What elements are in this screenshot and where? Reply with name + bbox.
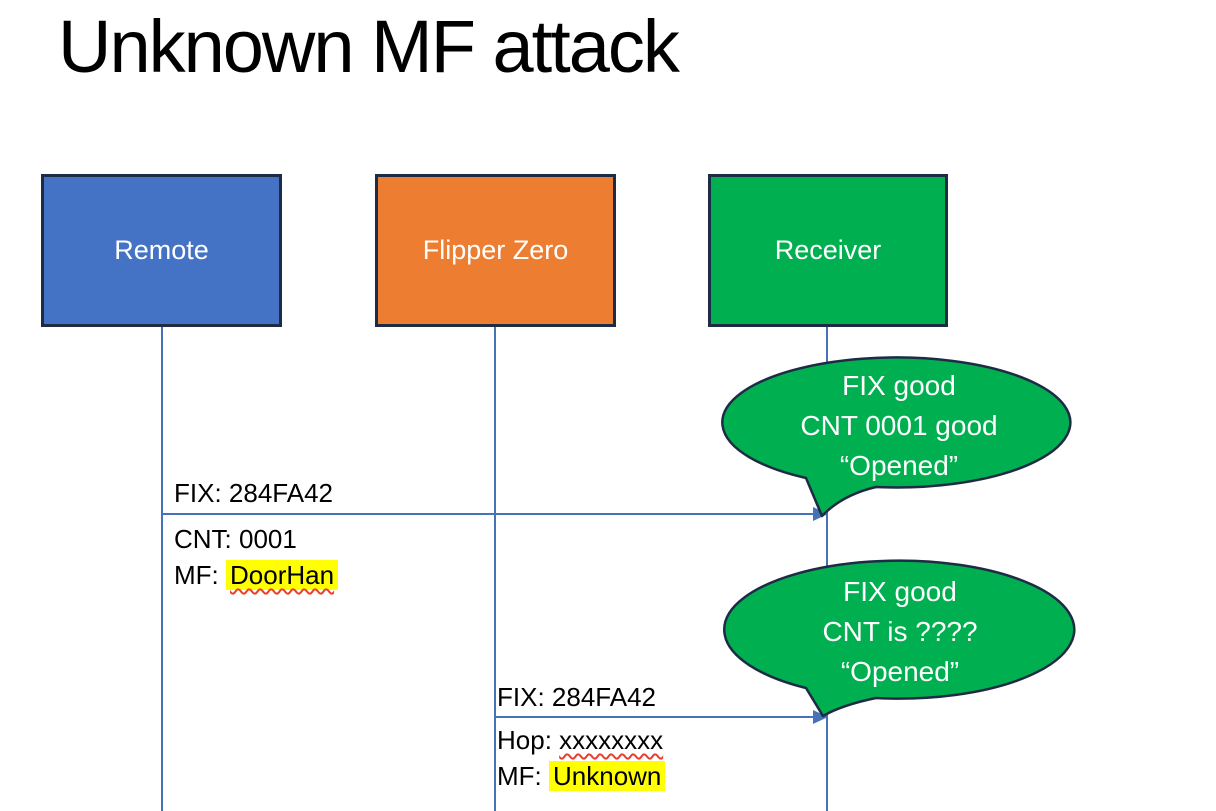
actor-label-remote: Remote xyxy=(114,235,209,265)
actor-label-flipper-zero: Flipper Zero xyxy=(422,235,569,265)
message1-cnt-text: CNT: 0001 xyxy=(174,524,297,554)
lifeline-remote xyxy=(161,327,163,811)
callout-bubble-1-shape xyxy=(721,356,1072,518)
message1-mf-line: MF: DoorHan xyxy=(174,557,339,593)
callout-bubble-2-shape xyxy=(723,559,1076,718)
message1-label-above: FIX: 284FA42 xyxy=(174,477,333,509)
lifeline-flipper-zero xyxy=(494,327,496,811)
message2-label-above: FIX: 284FA42 xyxy=(497,681,656,713)
actor-label-receiver: Receiver xyxy=(774,235,882,265)
callout-2-line3: “Opened” xyxy=(840,656,960,687)
callout-2-text: FIX good CNT is ???? “Opened” xyxy=(735,572,1065,692)
callout-bubble-2 xyxy=(723,559,1076,718)
callout-bubble-1 xyxy=(721,356,1072,518)
message2-mf-line: MF: Unknown xyxy=(497,758,666,794)
callout-1-line1: FIX good xyxy=(842,370,956,401)
callout-1-line3: “Opened” xyxy=(839,450,959,481)
message1-mf-prefix: MF: xyxy=(174,560,226,590)
message2-mf-value-highlighted: Unknown xyxy=(549,761,666,791)
callout-1-line2: CNT 0001 good xyxy=(800,410,998,441)
message2-hop-value-squiggled: xxxxxxxx xyxy=(559,725,664,755)
actor-box-flipper-zero: Flipper Zero xyxy=(375,174,616,327)
message1-arrow-line xyxy=(162,513,814,515)
callout-2-line1: FIX good xyxy=(843,576,957,607)
message2-hop-prefix: Hop: xyxy=(497,725,560,755)
message2-hop-line: Hop: xxxxxxxx xyxy=(497,722,665,758)
callout-1-text: FIX good CNT 0001 good “Opened” xyxy=(734,366,1064,486)
message1-mf-value-highlighted: DoorHan xyxy=(226,560,339,590)
message2-arrow-line xyxy=(495,716,814,718)
message2-mf-prefix: MF: xyxy=(497,761,549,791)
message2-label-below: Hop: xxxxxxxx MF: Unknown xyxy=(497,722,666,794)
message1-fix-text: FIX: 284FA42 xyxy=(174,478,333,508)
actor-box-receiver: Receiver xyxy=(708,174,948,327)
actor-box-remote: Remote xyxy=(41,174,282,327)
message1-label-below: CNT: 0001 MF: DoorHan xyxy=(174,521,339,593)
message2-fix-text: FIX: 284FA42 xyxy=(497,682,656,712)
slide-title: Unknown MF attack xyxy=(58,5,680,88)
callout-2-line2: CNT is ???? xyxy=(822,616,978,647)
